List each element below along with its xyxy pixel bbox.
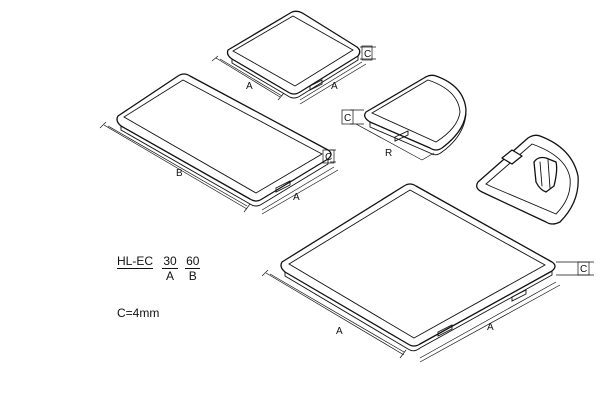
dim-label-a-2: A bbox=[331, 81, 338, 92]
model-a-value: 30 bbox=[162, 254, 178, 269]
rectangular-cap: B A C bbox=[99, 73, 339, 215]
dim-label-c-2: C bbox=[325, 152, 332, 163]
dim-label-c-1: C bbox=[364, 49, 371, 60]
thickness-note: C=4mm bbox=[117, 306, 160, 320]
dim-label-a-1: A bbox=[246, 81, 253, 92]
model-a-fraction: 30 A bbox=[162, 254, 178, 283]
square-cap-large: A A C bbox=[261, 183, 594, 363]
dim-label-c-3: C bbox=[344, 113, 351, 124]
quarter-round-cap: R C bbox=[341, 74, 467, 161]
dim-label-a-5: A bbox=[487, 322, 494, 333]
model-a-label: A bbox=[166, 269, 175, 283]
dim-label-a-4: A bbox=[336, 326, 343, 337]
model-code: HL-EC 30 A 60 B bbox=[117, 254, 201, 283]
model-prefix: HL-EC bbox=[117, 254, 154, 269]
model-b-fraction: 60 B bbox=[185, 254, 201, 283]
cap-underside-clip bbox=[476, 134, 579, 225]
square-cap-small: A A C bbox=[211, 10, 376, 105]
dim-label-a-3: A bbox=[293, 192, 300, 203]
model-b-label: B bbox=[188, 269, 197, 283]
dim-label-r: R bbox=[385, 148, 392, 159]
dim-label-c-4: C bbox=[580, 264, 587, 275]
dim-label-b: B bbox=[176, 168, 183, 179]
model-b-value: 60 bbox=[185, 254, 201, 269]
